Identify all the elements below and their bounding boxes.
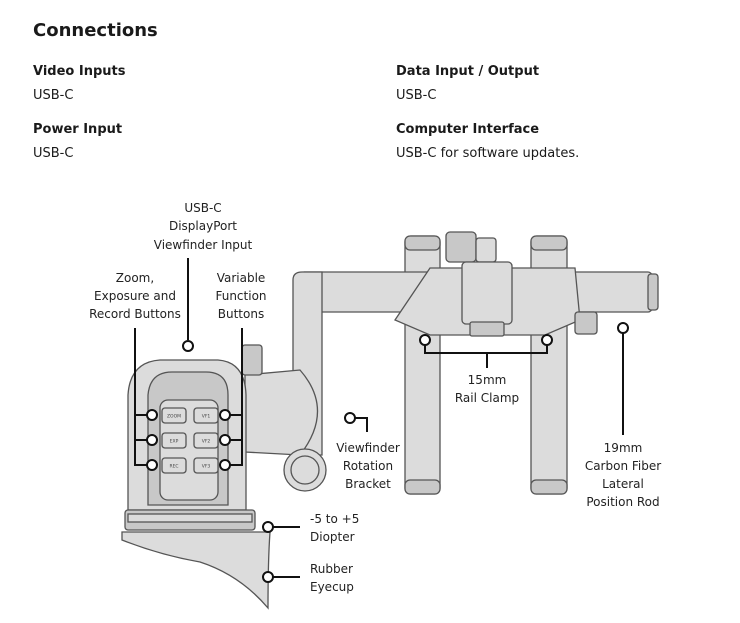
svg-text:Buttons: Buttons	[218, 307, 264, 321]
vf1-button-label: VF1	[202, 414, 211, 420]
diopter-ring	[124, 509, 256, 531]
svg-text:15mm: 15mm	[468, 373, 507, 387]
svg-text:Bracket: Bracket	[345, 477, 391, 491]
exp-button[interactable]	[161, 432, 187, 449]
rec-button[interactable]	[161, 457, 187, 474]
svg-text:Lateral: Lateral	[602, 477, 644, 491]
callout-usb-input: USB-C DisplayPort Viewfinder Input	[154, 201, 253, 352]
svg-text:Rotation: Rotation	[343, 459, 393, 473]
vf3-button[interactable]	[193, 457, 219, 474]
rec-button-label: REC	[169, 464, 178, 470]
spec-value-power-input: USB-C	[33, 146, 74, 161]
spec-value-data-io: USB-C	[396, 88, 437, 103]
callout-rail-clamp: 15mm Rail Clamp	[419, 334, 553, 405]
zoom-button[interactable]	[161, 407, 187, 424]
svg-text:Function: Function	[215, 289, 266, 303]
svg-text:Eyecup: Eyecup	[310, 580, 354, 594]
zoom-button-label: ZOOM	[167, 414, 181, 420]
callout-diopter: -5 to +5 Diopter	[262, 512, 359, 544]
spec-value-video-inputs: USB-C	[33, 88, 74, 103]
callout-eyecup: Rubber Eyecup	[262, 562, 354, 594]
spec-label-power-input: Power Input	[33, 122, 123, 137]
svg-text:USB-C: USB-C	[184, 201, 221, 215]
section-title: Connections	[33, 20, 158, 41]
rotation-bracket	[241, 344, 327, 492]
spec-label-computer-interface: Computer Interface	[396, 122, 540, 137]
svg-text:Rail Clamp: Rail Clamp	[455, 391, 519, 405]
vf2-button[interactable]	[193, 432, 219, 449]
rubber-eyecup	[121, 531, 271, 610]
svg-text:Viewfinder: Viewfinder	[336, 441, 400, 455]
vf3-button-label: VF3	[202, 464, 211, 470]
svg-text:Position Rod: Position Rod	[586, 495, 659, 509]
vf1-button[interactable]	[193, 407, 219, 424]
svg-text:Record Buttons: Record Buttons	[89, 307, 181, 321]
svg-text:Viewfinder Input: Viewfinder Input	[154, 238, 253, 252]
spec-label-data-io: Data Input / Output	[396, 64, 540, 79]
callout-zoom-buttons: Zoom, Exposure and Record Buttons	[89, 271, 181, 471]
callout-lateral-rod: 19mm Carbon Fiber Lateral Position Rod	[585, 322, 661, 509]
svg-text:DisplayPort: DisplayPort	[169, 219, 237, 233]
svg-text:Diopter: Diopter	[310, 530, 355, 544]
svg-text:Carbon Fiber: Carbon Fiber	[585, 459, 661, 473]
rail-clamp	[394, 231, 598, 337]
spec-value-computer-interface: USB-C for software updates.	[396, 146, 580, 161]
svg-text:-5 to +5: -5 to +5	[310, 512, 359, 526]
svg-text:Rubber: Rubber	[310, 562, 353, 576]
svg-text:19mm: 19mm	[604, 441, 643, 455]
exp-button-label: EXP	[170, 439, 179, 445]
svg-text:Zoom,: Zoom,	[116, 271, 154, 285]
callout-variable-buttons: Variable Function Buttons	[215, 271, 267, 471]
vf2-button-label: VF2	[202, 439, 211, 445]
control-buttons: ZOOM VF1 EXP VF2 REC VF3	[161, 407, 219, 474]
svg-text:Variable: Variable	[217, 271, 266, 285]
spec-label-video-inputs: Video Inputs	[33, 64, 126, 79]
svg-text:Exposure and: Exposure and	[94, 289, 176, 303]
callout-rotation-bracket: Viewfinder Rotation Bracket	[336, 412, 400, 491]
